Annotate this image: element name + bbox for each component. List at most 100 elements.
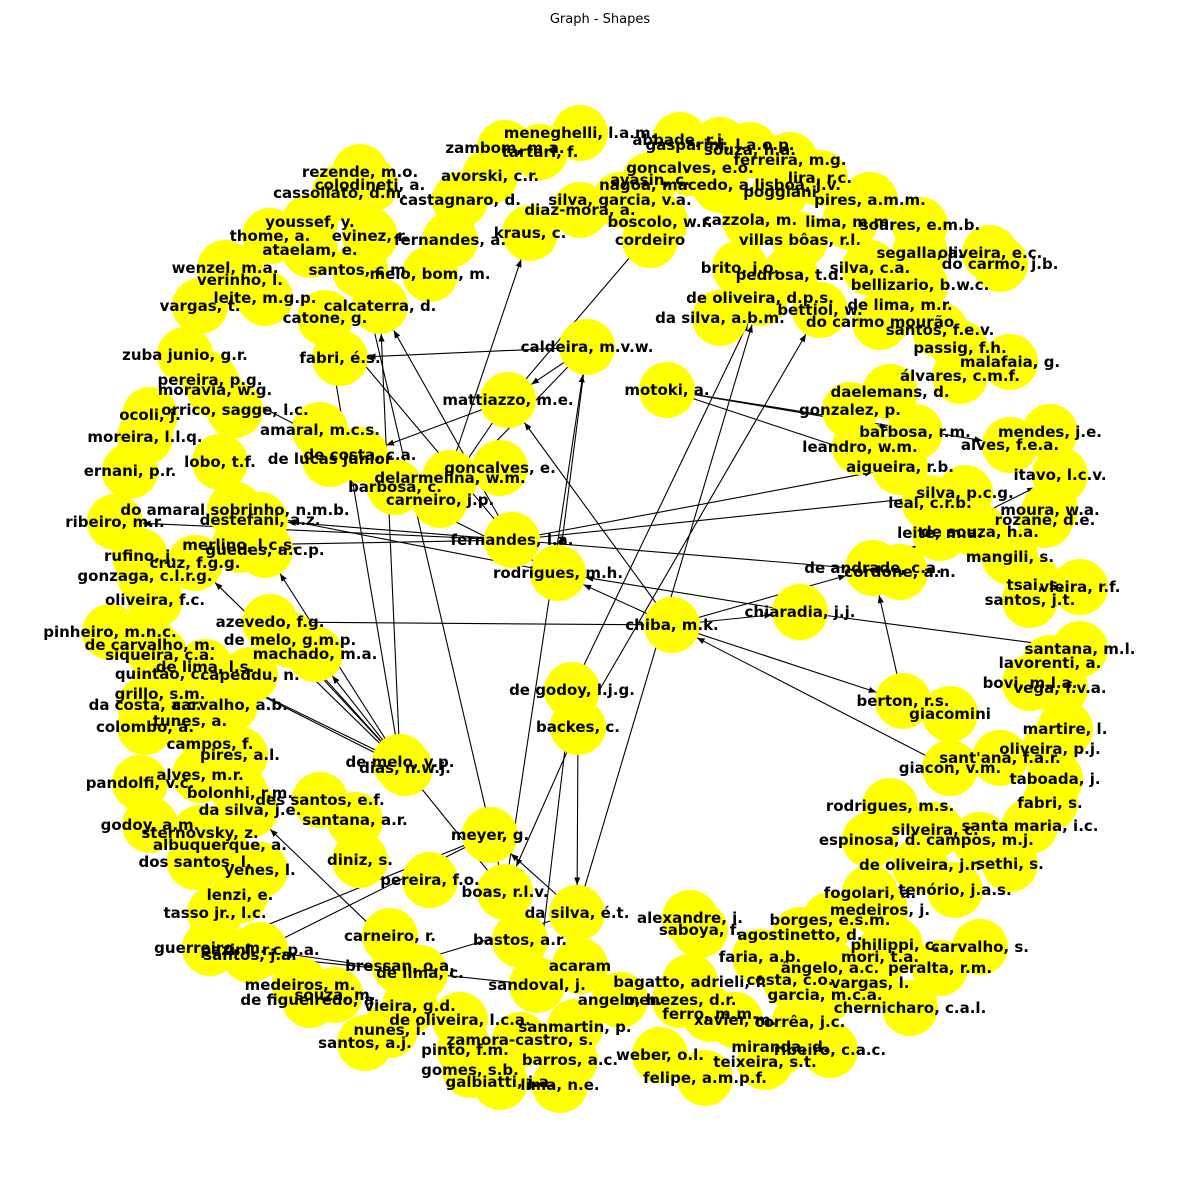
node-label: pazini, r.c.p.a. <box>200 941 319 959</box>
graph-node <box>222 927 278 983</box>
node-label: pedrosa, t.d. <box>736 266 845 284</box>
node-label: pandolfi, v.c. <box>86 774 195 792</box>
node-label: sanmartin, p. <box>518 1018 631 1036</box>
node-label: miranda, d. <box>731 1038 828 1056</box>
node-label: azevedo, f.g. <box>216 613 325 631</box>
node-label: zamora-castro, s. <box>447 1031 594 1049</box>
node-label: campos, f. <box>167 735 254 753</box>
node-label: de figueiredo, a. <box>240 991 379 1009</box>
node-label: meneghelli, l.a.m. <box>504 124 657 142</box>
node-label: sant'ana, f.a.r. <box>939 749 1061 767</box>
node-label: teixeira, s.t. <box>713 1053 816 1071</box>
node-label: grillo, s.m. <box>115 685 206 703</box>
graph-node <box>192 434 248 490</box>
node-label: fogolari, a. <box>824 884 916 902</box>
node-label: pereira, f.o. <box>380 871 479 889</box>
node-label: daelemans, d. <box>830 383 949 401</box>
node-label: carvalho, s. <box>931 938 1029 956</box>
graph-node <box>402 852 458 908</box>
node-label: álvares, c.m.f. <box>900 367 1020 385</box>
node-label: acaram <box>549 957 611 975</box>
graph-node <box>692 290 748 346</box>
node-label: mendes, j.e. <box>998 423 1102 441</box>
node-label: malafaia, g. <box>960 353 1060 371</box>
graph-node <box>402 246 458 302</box>
node-label: do carmo mourão <box>806 313 954 331</box>
graph-node <box>912 505 968 561</box>
graph-edge <box>342 339 513 541</box>
node-label: thome, a. <box>230 227 311 245</box>
node-label: goncalves, e. <box>444 459 556 477</box>
node-label: de oliveira, d.p.s. <box>686 289 834 307</box>
node-label: tsai, s. <box>1007 576 1064 594</box>
node-label: ferro, m.m. <box>662 1005 757 1023</box>
graph-node <box>172 278 228 334</box>
node-label: oliveira, p.j. <box>999 740 1100 758</box>
node-label: lobo, t.f. <box>184 453 256 471</box>
node-label: faria, a.b. <box>719 948 802 966</box>
node-label: godoy, a.m. <box>101 816 200 834</box>
graph-node <box>484 512 540 568</box>
graph-node <box>282 222 338 278</box>
graph-node <box>502 205 558 261</box>
node-label: tasso jr., l.c. <box>163 904 266 922</box>
node-label: medeiros, j. <box>830 901 930 919</box>
node-label: felipe, a.m.p.f. <box>643 1069 767 1087</box>
node-label: ocoli, j. <box>119 406 181 424</box>
node-label: melo, bom, m. <box>369 265 490 283</box>
graph-edge <box>287 519 513 541</box>
node-label: rozane, d.e. <box>995 511 1096 529</box>
node-label: pinto, f.m. <box>421 1041 509 1059</box>
graph-node <box>822 194 878 250</box>
node-label: angelo, h. <box>578 991 662 1009</box>
node-label: albuquerque, a. <box>153 836 287 854</box>
node-label: yenes, l. <box>224 861 296 879</box>
graph-edge <box>378 333 401 763</box>
graph-node <box>982 417 1038 473</box>
node-label: medeiros, m. <box>245 976 356 994</box>
node-label: gomes, s.b. <box>421 1061 519 1079</box>
graph-edge <box>507 242 643 401</box>
node-label: de lima, c. <box>376 964 464 982</box>
node-label: berton, r.s. <box>857 692 950 710</box>
node-label: chiaradia, j.j. <box>745 603 856 621</box>
node-label: itavo, l.c.v. <box>1013 466 1106 484</box>
graph-edge <box>365 297 506 893</box>
graph-edge <box>274 834 491 943</box>
node-label: da silva, a.b.m. <box>655 309 785 327</box>
node-label: zambom, m.a. <box>445 139 564 157</box>
node-label: orrico, sagge, l.c. <box>161 401 308 419</box>
node-label: ataelam, e. <box>262 241 357 259</box>
graph-node <box>122 797 178 853</box>
node-label: silveira, c. <box>891 821 978 839</box>
node-label: sternovsky, z. <box>141 824 258 842</box>
node-label: castagnaro, d. <box>399 191 521 209</box>
node-label: catone, g. <box>283 309 368 327</box>
node-label: passig, f.h. <box>913 339 1006 357</box>
node-label: giacomini <box>909 705 991 723</box>
graph-node <box>982 836 1038 892</box>
graph-node <box>352 278 408 334</box>
node-label: aigueira, r.b. <box>846 458 954 476</box>
node-label: ernani, p.r. <box>84 462 177 480</box>
graph-edge <box>511 539 873 573</box>
node-label: giacon, v.m. <box>899 759 1001 777</box>
node-label: bolonhi, r.m. <box>187 784 293 802</box>
node-label: campos, m.j. <box>926 831 1034 849</box>
node-label: boas, r.l.v. <box>461 883 548 901</box>
node-label: gonzaga, c.l.r.g. <box>77 567 212 585</box>
graph-node <box>672 902 728 958</box>
node-label: de lima, m.r. <box>847 296 952 314</box>
graph-node <box>477 864 533 920</box>
node-label: xavier, m. <box>694 1011 776 1029</box>
node-label: gasparini, l.a.o.p. <box>645 136 794 154</box>
graph-node <box>282 972 338 1028</box>
node-label: lima, m.m. <box>805 213 895 231</box>
node-label: silva, garcia, v.a. <box>548 191 691 209</box>
graph-node <box>552 938 608 994</box>
node-label: ribeiro, c.a.c. <box>774 1041 886 1059</box>
graph-node <box>472 1054 528 1110</box>
graph-edge <box>142 520 513 541</box>
graph-node <box>1002 572 1058 628</box>
graph-node <box>972 236 1028 292</box>
